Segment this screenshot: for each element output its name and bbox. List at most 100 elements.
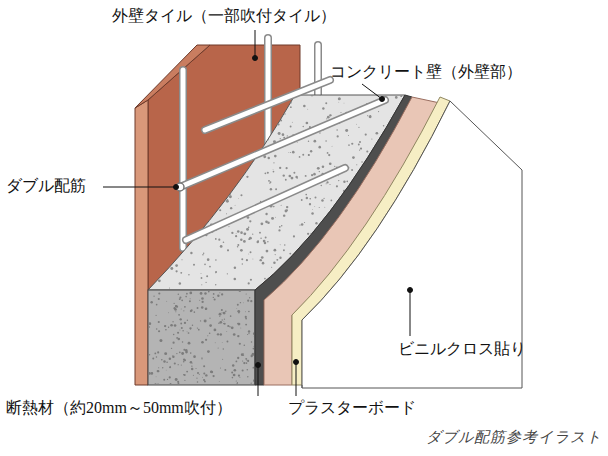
speckle-dot xyxy=(186,371,188,373)
speckle-dot xyxy=(162,269,164,271)
speckle-dot xyxy=(252,145,254,147)
speckle-dot xyxy=(172,342,174,344)
speckle-dot xyxy=(231,232,233,234)
speckle-dot xyxy=(186,293,188,295)
speckle-dot xyxy=(321,185,322,186)
speckle-dot xyxy=(278,123,280,125)
speckle-dot xyxy=(158,152,160,154)
speckle-dot xyxy=(280,120,282,122)
speckle-dot xyxy=(229,326,230,327)
speckle-dot xyxy=(192,114,194,116)
speckle-dot xyxy=(183,234,185,236)
speckle-dot xyxy=(218,322,220,324)
speckle-dot xyxy=(274,249,277,252)
speckle-dot xyxy=(260,259,262,261)
speckle-dot xyxy=(160,121,162,123)
speckle-dot xyxy=(181,98,182,99)
speckle-dot xyxy=(268,128,271,131)
speckle-dot xyxy=(351,143,353,145)
speckle-dot xyxy=(237,335,239,337)
speckle-dot xyxy=(163,135,165,137)
speckle-dot xyxy=(301,223,304,226)
speckle-dot xyxy=(275,254,276,255)
speckle-dot xyxy=(248,253,250,255)
speckle-dot xyxy=(147,150,150,153)
speckle-dot xyxy=(245,316,247,318)
speckle-dot xyxy=(307,108,309,110)
speckle-dot xyxy=(327,116,330,119)
speckle-dot xyxy=(237,244,239,246)
speckle-dot xyxy=(262,262,265,265)
speckle-dot xyxy=(174,197,176,199)
speckle-dot xyxy=(281,205,282,206)
speckle-dot xyxy=(204,292,206,294)
speckle-dot xyxy=(248,330,250,332)
speckle-dot xyxy=(166,361,168,363)
speckle-dot xyxy=(174,362,176,364)
speckle-dot xyxy=(198,329,200,331)
speckle-dot xyxy=(212,207,213,208)
speckle-dot xyxy=(203,253,204,254)
speckle-dot xyxy=(162,367,163,368)
speckle-dot xyxy=(194,143,196,145)
speckle-dot xyxy=(169,376,171,378)
speckle-dot xyxy=(309,232,311,234)
speckle-dot xyxy=(176,168,178,170)
speckle-dot xyxy=(205,374,207,376)
speckle-dot xyxy=(318,146,321,149)
speckle-dot xyxy=(224,323,226,325)
speckle-dot xyxy=(184,374,186,376)
speckle-dot xyxy=(160,100,162,102)
speckle-dot xyxy=(273,124,274,125)
speckle-dot xyxy=(351,169,353,171)
speckle-dot xyxy=(201,145,203,147)
speckle-dot xyxy=(150,166,152,168)
speckle-dot xyxy=(150,269,153,272)
speckle-dot xyxy=(162,202,163,203)
concrete-section xyxy=(148,290,255,385)
speckle-dot xyxy=(231,326,234,329)
speckle-dot xyxy=(181,352,184,355)
speckle-dot xyxy=(204,264,206,266)
speckle-dot xyxy=(273,262,276,265)
speckle-dot xyxy=(190,310,192,312)
speckle-dot xyxy=(194,215,196,217)
speckle-dot xyxy=(227,128,229,130)
speckle-dot xyxy=(236,307,238,309)
speckle-dot xyxy=(149,354,150,355)
speckle-dot xyxy=(214,298,216,300)
speckle-dot xyxy=(153,281,154,282)
speckle-dot xyxy=(189,292,192,295)
speckle-dot xyxy=(180,158,182,160)
speckle-dot xyxy=(156,304,158,306)
speckle-dot xyxy=(173,224,174,225)
speckle-dot xyxy=(183,146,185,148)
speckle-dot xyxy=(250,300,252,302)
speckle-dot xyxy=(150,128,151,129)
speckle-dot xyxy=(148,98,150,100)
speckle-dot xyxy=(173,303,174,304)
speckle-dot xyxy=(245,358,247,360)
speckle-dot xyxy=(171,355,173,357)
speckle-dot xyxy=(185,349,188,352)
speckle-dot xyxy=(238,135,240,137)
speckle-dot xyxy=(188,342,191,345)
speckle-dot xyxy=(312,208,314,210)
speckle-dot xyxy=(202,254,203,255)
speckle-dot xyxy=(230,315,232,317)
speckle-dot xyxy=(275,216,277,218)
speckle-dot xyxy=(340,112,341,113)
speckle-dot xyxy=(237,310,240,313)
speckle-dot xyxy=(336,129,337,130)
speckle-dot xyxy=(165,369,167,371)
speckle-dot xyxy=(158,279,161,282)
speckle-dot xyxy=(175,305,177,307)
speckle-dot xyxy=(237,382,238,383)
speckle-dot xyxy=(240,239,242,241)
speckle-dot xyxy=(240,194,242,196)
speckle-dot xyxy=(356,164,357,165)
speckle-dot xyxy=(183,359,185,361)
speckle-dot xyxy=(243,240,246,243)
speckle-dot xyxy=(153,239,156,242)
speckle-dot xyxy=(201,297,204,300)
